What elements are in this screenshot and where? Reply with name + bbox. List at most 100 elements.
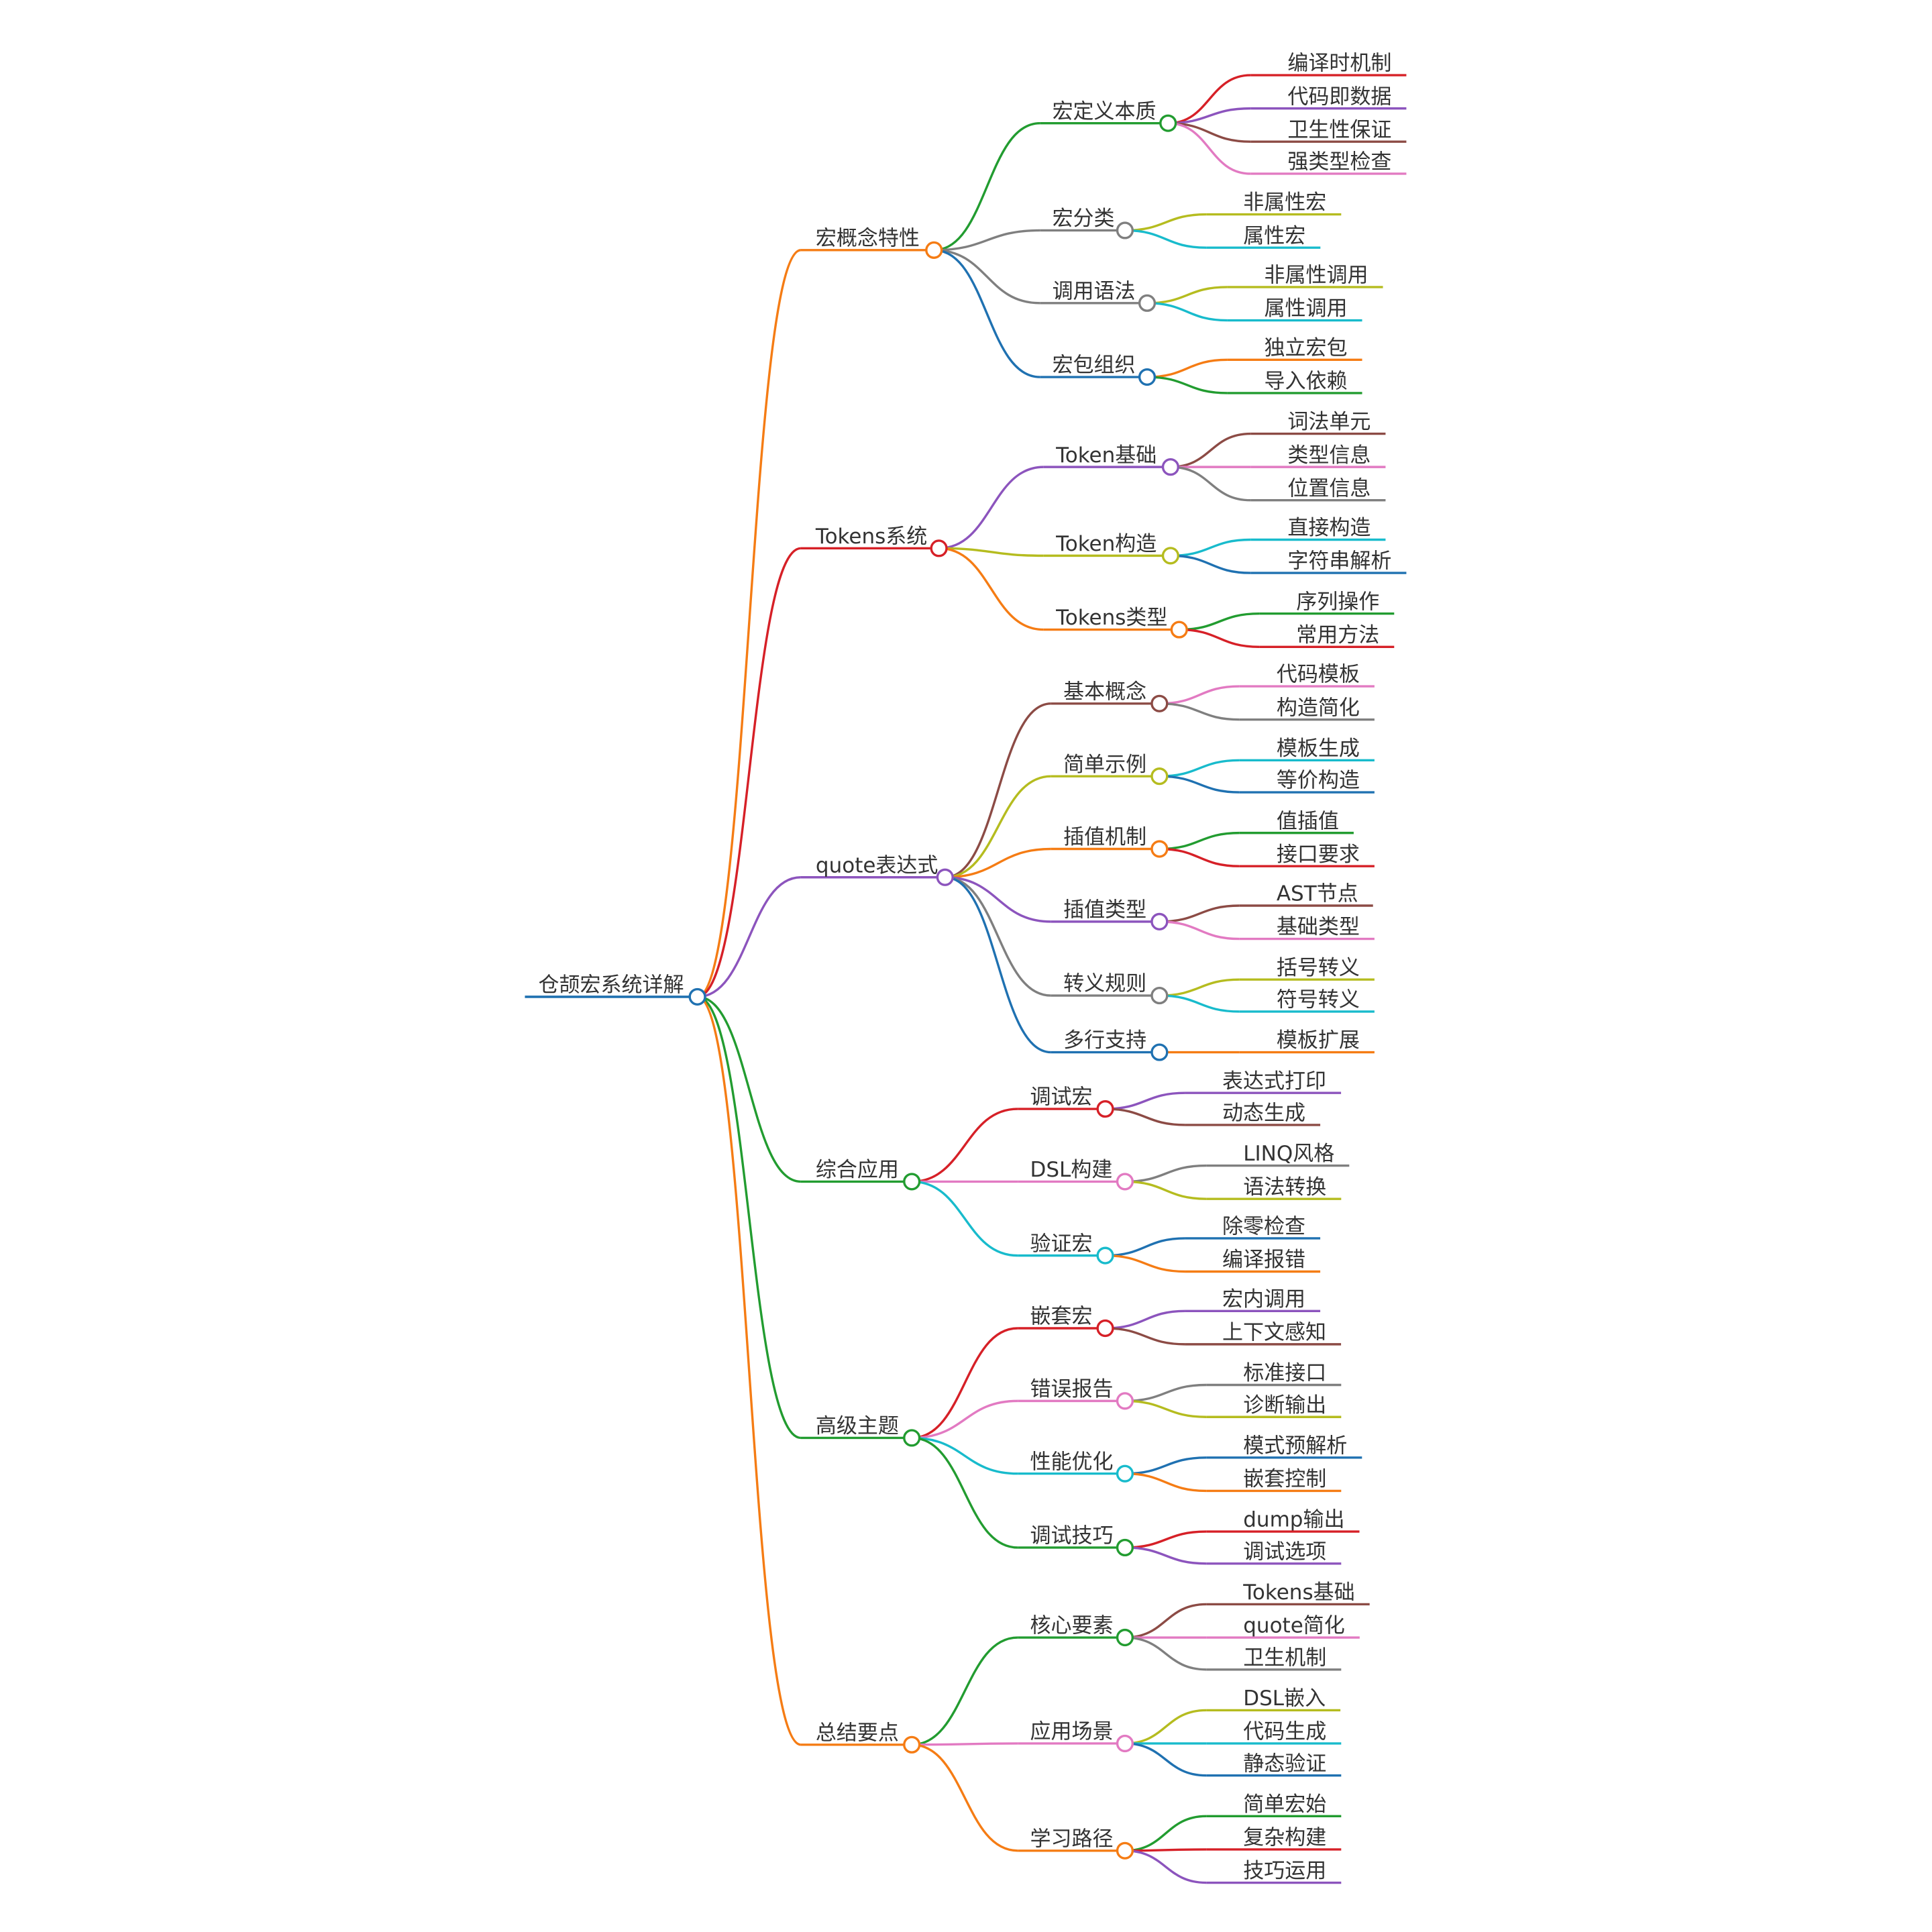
branch-topic-label: 宏概念特性	[816, 227, 920, 251]
subtopic-node[interactable]	[1150, 694, 1169, 712]
branch-topic-label: Tokens系统	[815, 525, 927, 549]
subtopic-label: 调试宏	[1030, 1085, 1093, 1110]
subtopic-label: 调试技巧	[1030, 1524, 1114, 1548]
subtopic-label: 宏分类	[1053, 207, 1115, 231]
leaf-topic-label: 诊断输出	[1243, 1393, 1326, 1417]
leaf-topic-label: 非属性调用	[1264, 264, 1368, 288]
leaf-topic-label: 除零检查	[1222, 1215, 1305, 1239]
subtopic-connector	[912, 1742, 1018, 1746]
subtopic-node[interactable]	[1150, 767, 1169, 786]
leaf-topic-label: 基础类型	[1277, 915, 1360, 939]
subtopic-label: 嵌套宏	[1030, 1305, 1093, 1329]
subtopic-node[interactable]	[1150, 840, 1169, 858]
leaf-connector	[1159, 775, 1240, 794]
leaf-topic-label: 符号转义	[1277, 988, 1360, 1012]
subtopic-connector	[945, 876, 1051, 923]
branch-connector-2	[697, 547, 802, 998]
leaf-topic-label: 上下文感知	[1222, 1321, 1326, 1345]
leaf-connector	[1124, 1164, 1207, 1183]
leaf-topic-label: 标准接口	[1243, 1361, 1326, 1385]
subtopic-label: 宏定义本质	[1053, 99, 1157, 123]
leaf-topic-label: 位置信息	[1287, 476, 1371, 500]
leaf-connector	[1170, 538, 1251, 557]
subtopic-connector	[912, 1436, 1018, 1549]
subtopic-node[interactable]	[1170, 621, 1188, 639]
subtopic-node[interactable]	[1096, 1246, 1114, 1265]
branch-node[interactable]	[903, 1173, 921, 1191]
leaf-topic-label: 动态生成	[1222, 1102, 1305, 1126]
leaf-connector	[1105, 1309, 1185, 1330]
branch-node[interactable]	[925, 241, 943, 259]
leaf-connector	[1124, 1603, 1207, 1639]
subtopic-node[interactable]	[1150, 1043, 1169, 1061]
subtopic-label: 宏包组织	[1053, 354, 1136, 378]
subtopic-node[interactable]	[1116, 221, 1134, 239]
branch-node[interactable]	[903, 1429, 921, 1447]
subtopic-label: Token基础	[1055, 443, 1157, 468]
root-node[interactable]	[688, 987, 706, 1006]
subtopic-label: Token构造	[1055, 532, 1157, 556]
subtopic-node[interactable]	[1161, 547, 1179, 565]
subtopic-node[interactable]	[1116, 1538, 1134, 1557]
branch-node[interactable]	[936, 868, 954, 886]
subtopic-label: DSL构建	[1030, 1158, 1113, 1182]
branch-connector-4	[697, 996, 801, 1183]
subtopic-connector	[945, 876, 1051, 1054]
subtopic-node[interactable]	[1161, 458, 1179, 476]
branch-node[interactable]	[930, 539, 948, 557]
subtopic-connector	[912, 1743, 1018, 1852]
leaf-topic-label: 编译报错	[1222, 1248, 1305, 1272]
leaf-connector	[1159, 978, 1240, 997]
subtopic-label: 性能优化	[1030, 1450, 1114, 1474]
subtopic-node[interactable]	[1116, 1734, 1134, 1753]
branch-connector-6	[697, 996, 802, 1746]
subtopic-node[interactable]	[1116, 1392, 1134, 1410]
leaf-topic-label: 等价构造	[1277, 769, 1360, 793]
subtopic-node[interactable]	[1150, 912, 1169, 930]
subtopic-node[interactable]	[1138, 368, 1157, 386]
branch-topic-label: 高级主题	[816, 1414, 899, 1438]
leaf-connector	[1168, 107, 1251, 125]
leaf-connector	[1146, 302, 1228, 322]
subtopic-connector	[945, 702, 1051, 879]
subtopic-node[interactable]	[1116, 1628, 1134, 1647]
leaf-topic-label: 直接构造	[1287, 516, 1371, 540]
subtopic-connector	[938, 547, 1044, 557]
leaf-connector	[1105, 1108, 1185, 1126]
subtopic-label: 简单示例	[1063, 753, 1146, 777]
subtopic-node[interactable]	[1150, 986, 1169, 1005]
leaf-connector	[1159, 847, 1240, 867]
leaf-connector	[1124, 1636, 1207, 1671]
leaf-topic-label: 代码模板	[1277, 663, 1360, 687]
subtopic-node[interactable]	[1159, 114, 1177, 132]
subtopic-node[interactable]	[1096, 1099, 1114, 1118]
leaf-connector	[1159, 759, 1240, 777]
subtopic-node[interactable]	[1116, 1173, 1134, 1191]
branch-topic-label: 综合应用	[816, 1158, 899, 1182]
leaf-connector	[1159, 831, 1240, 851]
leaf-topic-label: 模板生成	[1277, 737, 1360, 761]
leaf-topic-label: 宏内调用	[1222, 1287, 1305, 1311]
subtopic-connector	[912, 1180, 1018, 1257]
subtopic-connector	[934, 249, 1040, 305]
leaf-topic-label: 模式预解析	[1243, 1434, 1347, 1458]
leaf-connector	[1146, 358, 1228, 378]
leaf-topic-label: 语法转换	[1243, 1175, 1326, 1199]
leaf-topic-label: 卫生机制	[1243, 1646, 1326, 1670]
subtopic-label: 错误报告	[1030, 1377, 1114, 1401]
branch-node[interactable]	[903, 1735, 921, 1754]
leaf-connector	[1159, 920, 1240, 941]
leaf-topic-label: 括号转义	[1277, 956, 1360, 980]
leaf-topic-label: LINQ风格	[1243, 1142, 1334, 1166]
leaf-topic-label: 简单宏始	[1243, 1792, 1326, 1817]
leaf-connector	[1159, 994, 1240, 1013]
subtopic-node[interactable]	[1116, 1841, 1134, 1860]
leaf-topic-label: 值插值	[1277, 809, 1339, 833]
leaf-topic-label: 类型信息	[1287, 443, 1371, 468]
subtopic-node[interactable]	[1138, 294, 1157, 312]
subtopic-node[interactable]	[1096, 1319, 1114, 1338]
branch-connector-1	[697, 249, 802, 998]
subtopic-node[interactable]	[1116, 1464, 1134, 1483]
leaf-connector	[1105, 1237, 1185, 1257]
